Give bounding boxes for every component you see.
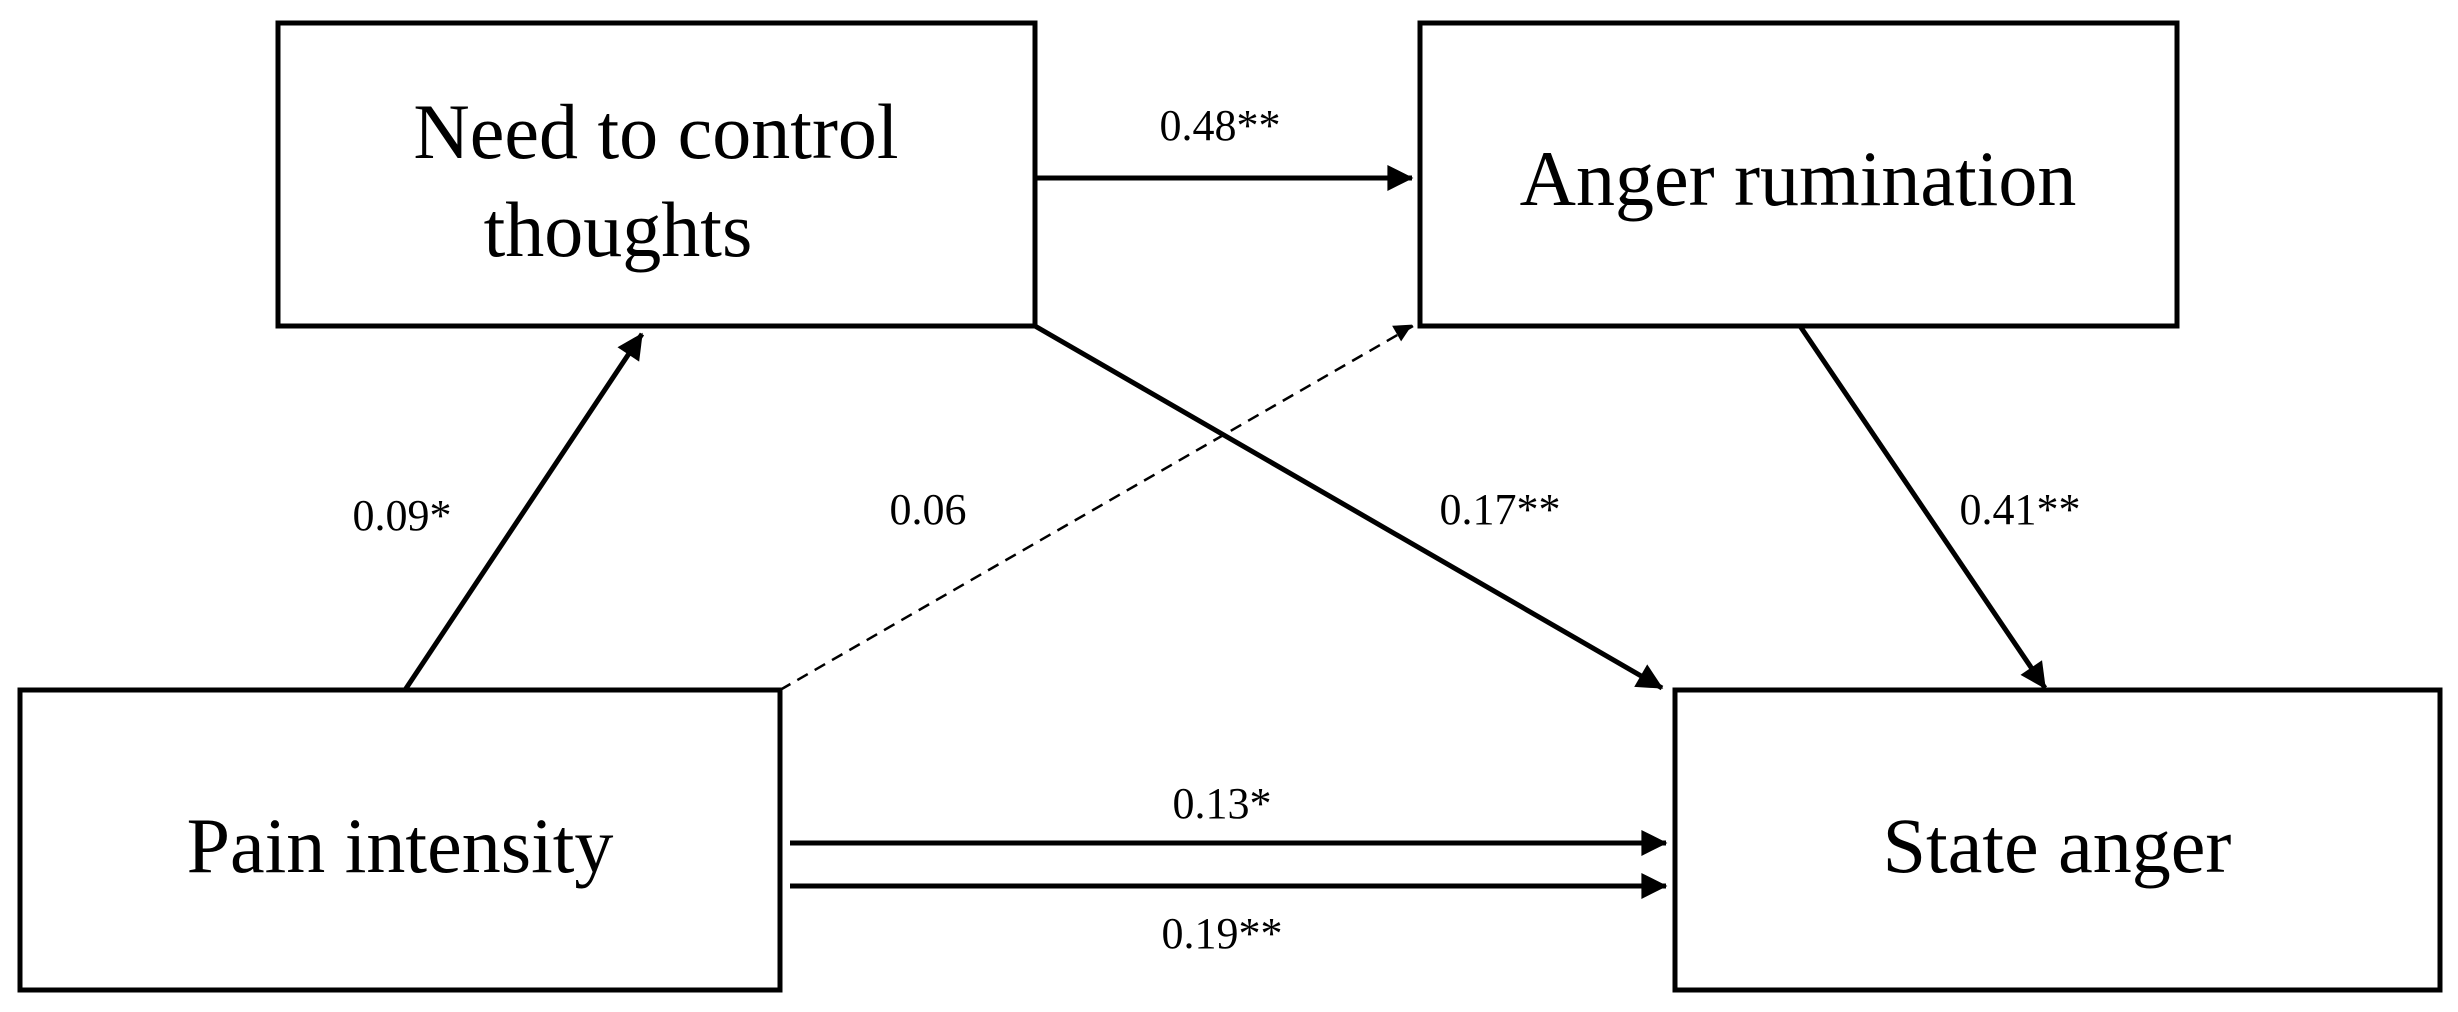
path-rumination-to-state (1797, 324, 2048, 690)
node-pain-intensity-label: Pain intensity (187, 802, 614, 889)
node-need-to-control-line1: Need to control (413, 88, 898, 175)
coef-pain-to-state-direct: 0.19** (1162, 909, 1283, 958)
node-state-anger: State anger (1672, 687, 2443, 993)
coef-rumination-to-state: 0.41** (1960, 485, 2081, 534)
coef-pain-to-state-total: 0.13* (1173, 779, 1272, 828)
path-need-to-state (1033, 323, 1664, 691)
node-pain-intensity: Pain intensity (17, 687, 783, 993)
path-pain-to-need (402, 332, 645, 692)
path-pain-to-rumination (779, 324, 1414, 692)
node-need-to-control-thoughts: Need to control thoughts (275, 20, 1038, 329)
node-state-anger-label: State anger (1883, 802, 2232, 889)
coef-need-to-state: 0.17** (1440, 485, 1561, 534)
coef-pain-to-rumination: 0.06 (890, 485, 967, 534)
node-anger-rumination-label: Anger rumination (1520, 135, 2077, 222)
node-anger-rumination: Anger rumination (1417, 20, 2180, 329)
coef-need-to-rumination: 0.48** (1160, 101, 1281, 150)
coef-pain-to-need: 0.09* (353, 491, 452, 540)
node-need-to-control-line2: thoughts (484, 186, 753, 273)
